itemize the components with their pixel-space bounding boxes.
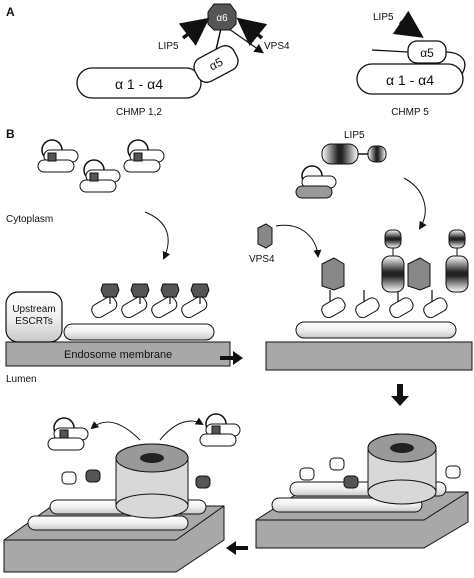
closed-monomer (123, 139, 165, 173)
lip5-arrow-a1 (178, 17, 210, 46)
step3-vps4-complex (255, 433, 469, 549)
chmp12-alpha1-4-domain (76, 67, 202, 99)
chmp12-name: CHMP 1,2 (116, 107, 162, 118)
chmp5-diagram: LIP5 α5 α 1 - α4 CHMP 5 (356, 10, 466, 118)
step1-membrane-scene: Endosome membrane Lumen Upstream ESCRTs (5, 283, 231, 385)
closed-monomer (37, 139, 79, 173)
chmp12-alpha6-domain (207, 3, 237, 31)
chmp5-alpha1-4-label: α 1 - α4 (386, 72, 434, 88)
chmp12-vps4-label: VPS4 (264, 41, 290, 52)
vps4-label-b: VPS4 (249, 254, 275, 265)
cytoplasm-label: Cytoplasm (6, 214, 53, 225)
chmp12-alpha5-domain (193, 45, 239, 83)
step-arrow-right (220, 351, 243, 365)
chmp5-alpha1-4-domain (356, 63, 464, 95)
closed-monomer (79, 159, 121, 193)
lip5-dimer: LIP5 (295, 130, 387, 199)
lip5-label-b: LIP5 (344, 130, 365, 141)
chmp12-alpha5-label: α5 (207, 54, 226, 73)
panel-b-label: B (6, 127, 15, 141)
chmp5-alpha5-domain (407, 40, 447, 64)
step2-membrane-scene (265, 229, 473, 371)
vps4-arrow-a1 (236, 17, 268, 47)
vps4-hexamer-unit: VPS4 (249, 223, 275, 265)
chmp5-linker-left (371, 49, 409, 53)
step4-disassembly (3, 413, 241, 573)
membrane-label: Endosome membrane (64, 349, 172, 361)
chmp12-alpha1-4-label: α 1 - α4 (115, 76, 163, 92)
lip5-recruit-arrow (403, 177, 427, 230)
upstream-escrts (5, 291, 63, 343)
lip5-arrow-a2 (392, 10, 424, 38)
chmp5-name: CHMP 5 (391, 107, 429, 118)
chmp12-lip5-label: LIP5 (158, 41, 179, 52)
vps4-recruit-arrow (275, 224, 322, 258)
chmp5-alpha5-label: α5 (420, 46, 434, 60)
chmp12-diagram: α 1 - α4 α5 α6 LIP5 VPS4 CHMP 1,2 (76, 3, 290, 118)
endosome-membrane (5, 341, 231, 367)
upstream-label-1: Upstream (12, 304, 55, 315)
closed-chmp-monomers (37, 139, 165, 193)
lip5-subunit (367, 145, 387, 163)
lip5-subunit (321, 143, 359, 165)
panel-b: B Cytoplasm (3, 127, 473, 573)
step-arrow-down (391, 384, 409, 406)
chmp-polymer-step1 (63, 283, 215, 341)
lumen-label: Lumen (6, 374, 37, 385)
vps4-subunit (257, 223, 273, 249)
recruit-arrow (144, 211, 171, 260)
chmp12-alpha6-label: α6 (216, 13, 228, 24)
chmp5-tail (444, 51, 466, 75)
panel-a: A α 1 - α4 α5 α6 LIP5 VPS4 CHMP 1,2 LIP5 (6, 3, 466, 118)
chmp5-lip5-label: LIP5 (373, 12, 394, 23)
upstream-label-2: ESCRTs (15, 316, 53, 327)
step-arrow-left (226, 541, 248, 555)
panel-a-label: A (6, 5, 15, 19)
